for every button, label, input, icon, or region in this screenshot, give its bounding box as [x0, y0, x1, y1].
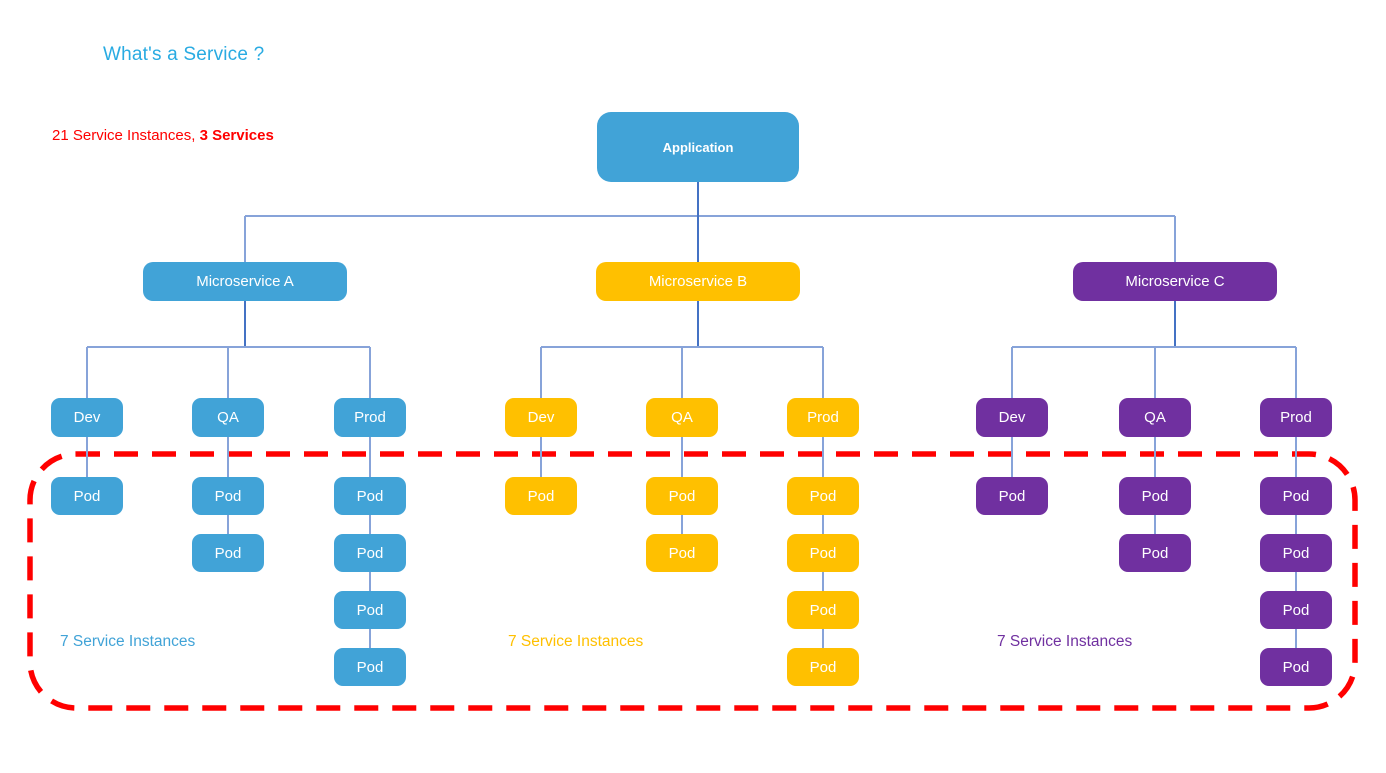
- environment-node: Prod: [1260, 398, 1332, 437]
- pod-node: Pod: [646, 477, 718, 515]
- connector-l1-to-ms-a: [244, 216, 246, 262]
- environment-node: QA: [1119, 398, 1191, 437]
- environment-node: Prod: [787, 398, 859, 437]
- pod-node: Pod: [1119, 534, 1191, 572]
- connector-env-drop: [369, 347, 371, 398]
- connector-env-drop: [822, 347, 824, 398]
- connector-env-drop: [1154, 347, 1156, 398]
- pod-node-label: Pod: [1282, 601, 1310, 619]
- environment-node-label: Prod: [354, 409, 386, 426]
- connector-app-to-ms-b: [697, 182, 699, 262]
- pod-node-label: Pod: [1141, 544, 1169, 562]
- pod-node: Pod: [192, 534, 264, 572]
- connector-env-drop: [540, 347, 542, 398]
- pod-node: Pod: [976, 477, 1048, 515]
- instances-summary-normal: 21 Service Instances,: [52, 127, 200, 144]
- pod-node-label: Pod: [356, 544, 384, 562]
- connector-l1-to-ms-c: [1174, 216, 1176, 262]
- pod-node-label: Pod: [668, 544, 696, 562]
- environment-node-label: QA: [1144, 409, 1166, 426]
- pod-node: Pod: [1260, 648, 1332, 686]
- microservice-node-label: Microservice B: [648, 273, 748, 290]
- service-instances-label: 7 Service Instances: [997, 633, 1133, 650]
- application-node-label: Application: [662, 139, 734, 155]
- pod-node-label: Pod: [356, 658, 384, 676]
- pod-node: Pod: [787, 648, 859, 686]
- pod-node: Pod: [334, 534, 406, 572]
- pod-node-label: Pod: [1282, 544, 1310, 562]
- pod-node-label: Pod: [214, 487, 242, 505]
- pod-node-label: Pod: [998, 487, 1026, 505]
- environment-node: Dev: [505, 398, 577, 437]
- slide-title: What's a Service ?: [103, 44, 265, 65]
- pod-node-label: Pod: [214, 544, 242, 562]
- environment-node: QA: [646, 398, 718, 437]
- pod-node-label: Pod: [356, 601, 384, 619]
- connector-env-drop: [1011, 347, 1013, 398]
- environment-node-label: Dev: [527, 409, 555, 426]
- instances-summary: 21 Service Instances, 3 Services: [52, 127, 274, 144]
- environment-node: Dev: [51, 398, 123, 437]
- environment-node-label: Dev: [73, 409, 101, 426]
- pod-node-label: Pod: [809, 658, 837, 676]
- microservice-node-label: Microservice C: [1125, 273, 1225, 290]
- connector-env-drop: [1295, 347, 1297, 398]
- pod-node: Pod: [192, 477, 264, 515]
- connector-pod-chain: [540, 437, 542, 487]
- pod-node: Pod: [787, 534, 859, 572]
- connector-l1-horizontal: [245, 215, 1175, 217]
- connector-pod-chain: [86, 437, 88, 487]
- environment-node-label: QA: [217, 409, 239, 426]
- service-instances-label: 7 Service Instances: [508, 633, 644, 650]
- pod-node-label: Pod: [809, 544, 837, 562]
- pod-node-label: Pod: [356, 487, 384, 505]
- microservice-node: Microservice C: [1073, 262, 1277, 301]
- connector-env-drop: [681, 347, 683, 398]
- pod-node: Pod: [1260, 477, 1332, 515]
- connector-l2-horizontal: [1012, 346, 1296, 348]
- connector-ms-drop: [244, 301, 246, 347]
- connector-ms-drop: [1174, 301, 1176, 347]
- connector-ms-drop: [697, 301, 699, 347]
- pod-node-label: Pod: [1282, 658, 1310, 676]
- pod-node: Pod: [1119, 477, 1191, 515]
- pod-node: Pod: [505, 477, 577, 515]
- microservice-node: Microservice B: [596, 262, 800, 301]
- environment-node: Prod: [334, 398, 406, 437]
- pod-node: Pod: [334, 591, 406, 629]
- pod-node: Pod: [1260, 591, 1332, 629]
- pod-node: Pod: [787, 477, 859, 515]
- environment-node-label: QA: [671, 409, 693, 426]
- environment-node: QA: [192, 398, 264, 437]
- connector-pod-chain: [1011, 437, 1013, 487]
- application-node: Application: [597, 112, 799, 182]
- environment-node: Dev: [976, 398, 1048, 437]
- environment-node-label: Prod: [1280, 409, 1312, 426]
- pod-node: Pod: [1260, 534, 1332, 572]
- pod-node: Pod: [787, 591, 859, 629]
- pod-node: Pod: [51, 477, 123, 515]
- pod-node-label: Pod: [809, 601, 837, 619]
- pod-node: Pod: [334, 477, 406, 515]
- connector-env-drop: [86, 347, 88, 398]
- instances-summary-bold: 3 Services: [199, 127, 274, 144]
- pod-node: Pod: [646, 534, 718, 572]
- environment-node-label: Dev: [998, 409, 1026, 426]
- pod-node-label: Pod: [527, 487, 555, 505]
- microservice-node: Microservice A: [143, 262, 347, 301]
- pod-node-label: Pod: [73, 487, 101, 505]
- pod-node-label: Pod: [809, 487, 837, 505]
- pod-node: Pod: [334, 648, 406, 686]
- environment-node-label: Prod: [807, 409, 839, 426]
- service-instances-label: 7 Service Instances: [60, 633, 196, 650]
- connector-env-drop: [227, 347, 229, 398]
- microservice-node-label: Microservice A: [196, 273, 294, 290]
- pod-node-label: Pod: [1282, 487, 1310, 505]
- pod-node-label: Pod: [1141, 487, 1169, 505]
- pod-node-label: Pod: [668, 487, 696, 505]
